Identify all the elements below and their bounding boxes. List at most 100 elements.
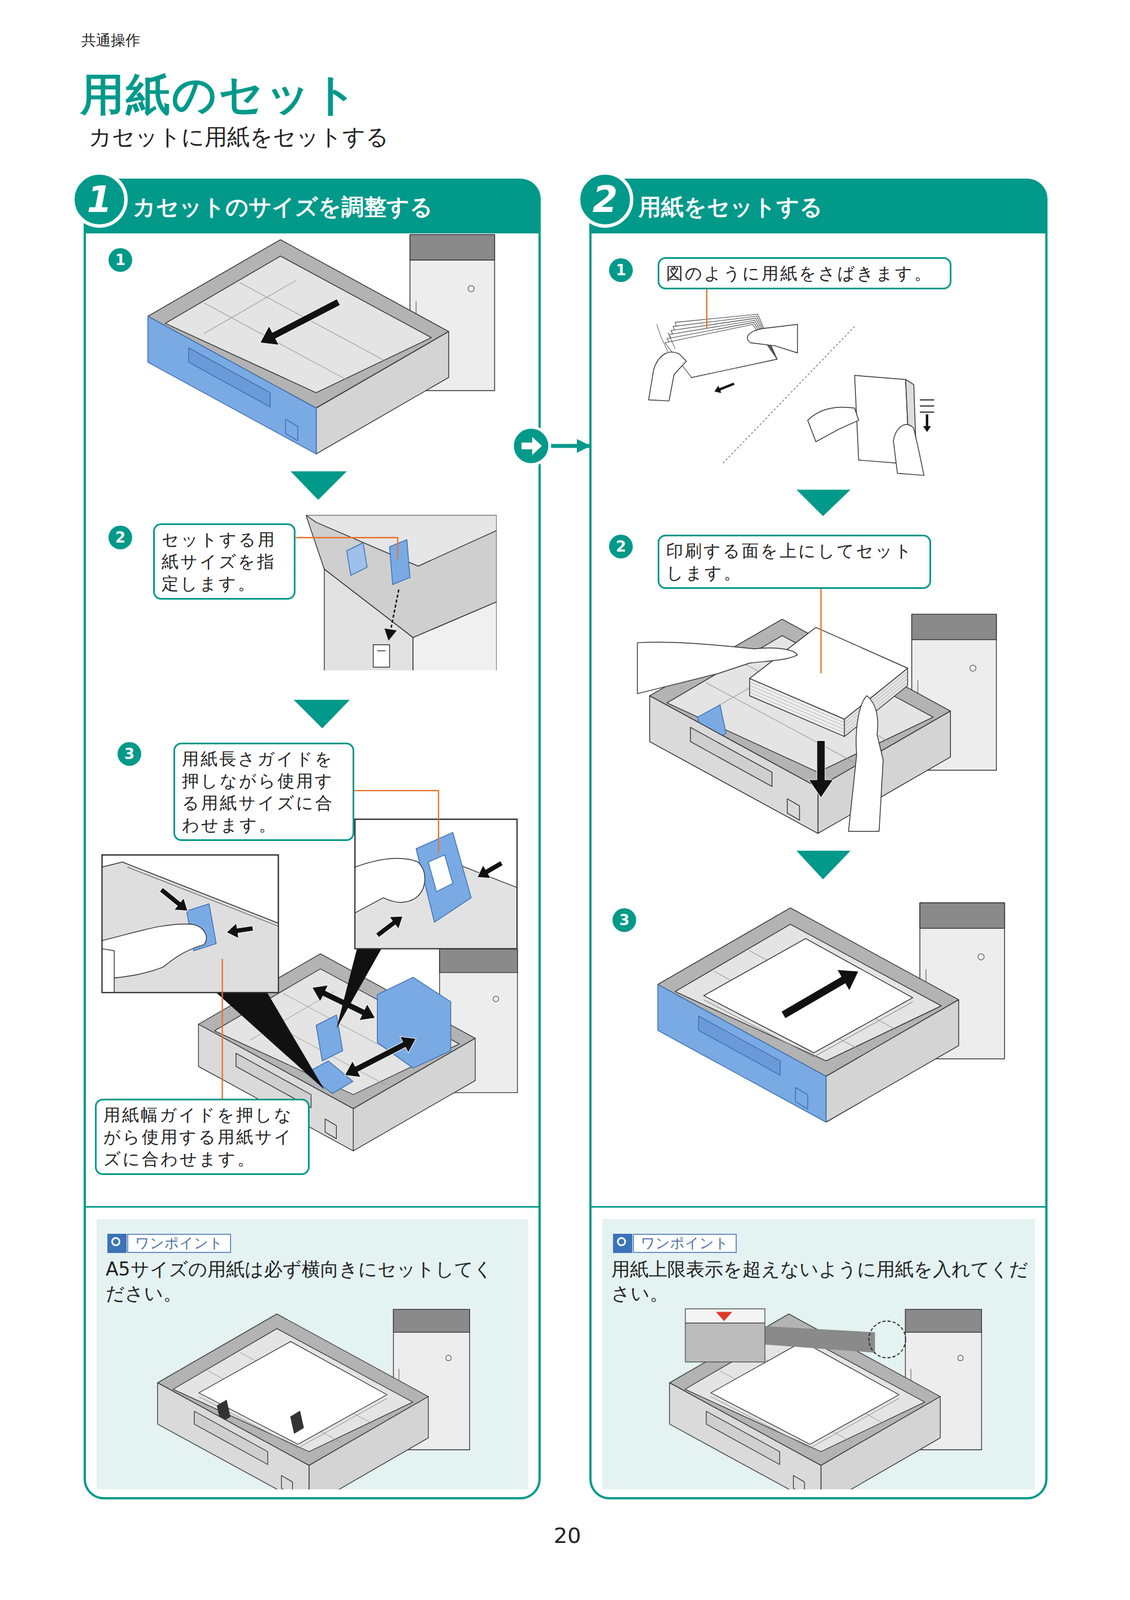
paper-sheet	[703, 938, 913, 1053]
inset-pointer	[216, 992, 325, 1089]
panel-heading: カセットのサイズを調整する	[85, 180, 540, 234]
detail-inset	[102, 854, 279, 993]
paper-cassette	[657, 902, 1005, 1122]
cassette-rib	[705, 682, 854, 763]
cassette-handle	[698, 1015, 780, 1076]
step-panel: 1カセットのサイズを調整する12セットする用紙サイズを指定します。3用紙長さガイ…	[83, 178, 541, 1499]
arrow	[714, 381, 736, 394]
page-title: 用紙のセット	[80, 72, 360, 117]
machine-indicator	[467, 285, 475, 292]
arrow	[159, 887, 188, 911]
cassette-closeup	[306, 515, 498, 671]
leader-line	[353, 790, 439, 853]
paper-edge	[703, 999, 913, 1057]
cassette-side	[353, 1037, 476, 1151]
arrow	[808, 740, 833, 798]
paper-sheet	[668, 320, 777, 378]
step-number: 1	[108, 248, 133, 272]
hand	[102, 923, 207, 980]
paper-stack-top	[749, 627, 908, 719]
cassette-rim	[306, 515, 498, 567]
inset-frame	[354, 818, 517, 949]
step-number: 2	[609, 534, 633, 559]
leader-line	[706, 285, 708, 329]
cassette-wall	[102, 861, 279, 993]
tip-text: A5サイズの用紙は必ず横向きにセットしてください。	[105, 1257, 508, 1306]
flow-connector	[540, 444, 590, 449]
cassette-handle	[188, 348, 271, 408]
size-label	[324, 1118, 337, 1139]
machine-latch	[925, 968, 927, 1030]
flow-arrow-circle	[512, 427, 550, 465]
machine-top	[439, 948, 518, 973]
cassette-floor	[354, 856, 517, 949]
paper-layer	[749, 678, 908, 730]
paper-layer	[749, 675, 908, 727]
paper-size-dial	[389, 539, 411, 585]
tip-icon-lens	[111, 1236, 121, 1246]
size-indicator	[373, 644, 390, 668]
cassette-opening	[649, 619, 951, 788]
cassette-opening	[148, 239, 449, 408]
arrow	[375, 915, 403, 938]
separator-line	[590, 1205, 1047, 1208]
machine-top	[919, 902, 1005, 928]
cassette-side	[818, 710, 951, 834]
tip-icon-lens	[616, 1236, 627, 1246]
arm	[637, 641, 798, 694]
callout-box: 用紙長さガイドを押しながら使用する用紙サイズに合わせます。	[173, 742, 355, 841]
machine-latch	[444, 1009, 446, 1067]
paper-stack-side	[844, 667, 908, 737]
callout-box: 図のように用紙をさばきます。	[657, 257, 952, 290]
paper-sheet	[671, 318, 778, 378]
length-guide	[415, 832, 471, 923]
dial-arrow-head	[384, 628, 397, 641]
panel-number: 2	[576, 171, 634, 228]
arrow	[344, 1036, 416, 1077]
callout-text: 印刷する面を上にしてセットします。	[666, 539, 923, 584]
cassette-rib	[749, 950, 898, 1030]
connector-layer	[512, 427, 590, 465]
tap-mark	[919, 399, 934, 401]
inset-frame	[102, 854, 279, 993]
page-number: 20	[553, 1522, 581, 1549]
step-number-circle: 2	[108, 525, 133, 550]
callout-text: 用紙長さガイドを押しながら使用する用紙サイズに合わせます。	[181, 747, 346, 836]
width-guide	[186, 903, 216, 951]
tip-text: 用紙上限表示を超えないように用紙を入れてください。	[611, 1257, 1031, 1306]
callout-box: セットする用紙サイズを指定します。	[153, 523, 296, 600]
flow-connector-group	[512, 427, 590, 465]
tap-mark	[919, 405, 934, 407]
callout-text: 用紙幅ガイドを押しながら使用する用紙サイズに合わせます。	[103, 1103, 302, 1170]
paper-sheet	[675, 314, 778, 378]
hand	[893, 424, 924, 476]
cassette-rib	[250, 1011, 387, 1086]
callout-text: 図のように用紙をさばきます。	[666, 262, 943, 285]
machine-latch	[917, 680, 919, 742]
hand	[848, 695, 884, 832]
hand	[807, 406, 859, 442]
paper-layer	[749, 681, 908, 733]
dial-arrow	[390, 589, 399, 630]
machine-indicator	[493, 995, 499, 1002]
detail-inset	[354, 818, 517, 949]
tip-icon	[613, 1233, 633, 1253]
cassette-opening	[657, 907, 959, 1076]
step-number: 3	[117, 741, 142, 766]
arrow	[259, 298, 341, 346]
step-number: 2	[108, 525, 133, 550]
machine-body	[911, 614, 997, 771]
tap-mark	[919, 411, 934, 413]
cassette-floor	[164, 255, 432, 393]
machine-indicator	[978, 953, 985, 960]
arrow	[781, 969, 859, 1019]
guide-window	[428, 854, 453, 892]
inset-frame	[354, 818, 517, 949]
machine-body	[439, 948, 518, 1093]
page-subtitle: カセットに用紙をセットする	[88, 123, 389, 151]
cassette-floor	[214, 968, 459, 1095]
callout-box: 用紙幅ガイドを押しながら使用する用紙サイズに合わせます。	[94, 1098, 310, 1175]
paper-stack-edge	[905, 379, 917, 468]
size-label	[787, 798, 800, 820]
cassette-inner	[306, 515, 498, 638]
